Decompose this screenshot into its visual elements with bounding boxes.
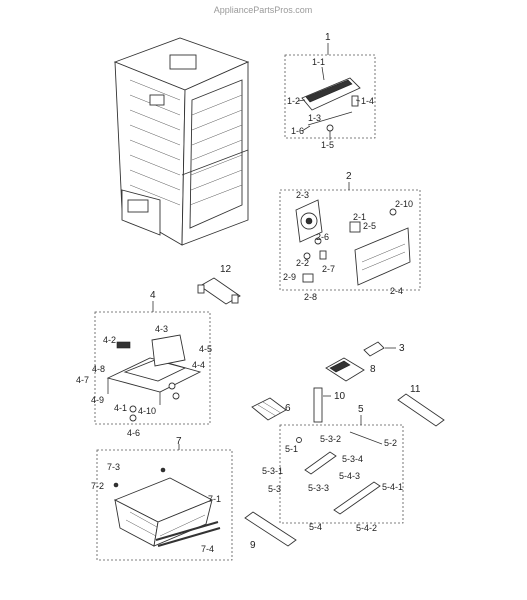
label-2-3: 2-3 — [296, 190, 309, 200]
label-5-4-3: 5-4-3 — [339, 471, 360, 481]
label-5-3-2: 5-3-2 — [320, 434, 341, 444]
label-1: 1 — [325, 32, 331, 43]
label-1-6: 1-6 — [291, 126, 304, 136]
label-4-7: 4-7 — [76, 375, 89, 385]
label-7-3: 7-3 — [107, 462, 120, 472]
label-5-4: 5-4 — [309, 522, 322, 532]
loose-parts-group: 3 8 10 11 6 — [251, 341, 445, 427]
label-11: 11 — [410, 384, 421, 395]
label-5-2: 5-2 — [384, 438, 397, 448]
watermark: AppliancePartsPros.com — [214, 5, 313, 15]
label-4-3: 4-3 — [155, 324, 168, 334]
label-2-7: 2-7 — [322, 264, 335, 274]
label-4-1: 4-1 — [114, 403, 127, 413]
label-5-3-4: 5-3-4 — [342, 454, 363, 464]
label-5-3-1: 5-3-1 — [262, 466, 283, 476]
label-1-3: 1-3 — [308, 113, 321, 123]
label-3: 3 — [399, 343, 405, 354]
part-9-group: 9 — [244, 511, 297, 551]
label-4-10: 4-10 — [138, 406, 156, 416]
label-2-8: 2-8 — [304, 292, 317, 302]
label-5-1: 5-1 — [285, 444, 298, 454]
label-6: 6 — [285, 403, 291, 414]
label-2-9: 2-9 — [283, 272, 296, 282]
label-4-4: 4-4 — [192, 360, 205, 370]
label-5: 5 — [358, 404, 364, 415]
label-5-4-1: 5-4-1 — [382, 482, 403, 492]
label-4-2: 4-2 — [103, 335, 116, 345]
label-7-4: 7-4 — [201, 544, 214, 554]
label-7: 7 — [176, 436, 182, 447]
cabinet-assembly — [113, 37, 250, 246]
part-7-group: 7 7-3 7-2 7-1 7-4 — [91, 436, 233, 561]
label-2-10: 2-10 — [395, 199, 413, 209]
part-1-group: 1 1-1 1-2 1-3 1-4 1-6 1-5 — [284, 32, 376, 150]
label-8: 8 — [370, 364, 376, 375]
label-12: 12 — [220, 264, 232, 275]
part-2-group: 2 2-3 2-10 2-1 2-5 2-6 2-2 2-7 2-9 2-8 2… — [279, 171, 421, 302]
label-2-1: 2-1 — [353, 212, 366, 222]
label-5-4-2: 5-4-2 — [356, 523, 377, 533]
part-5-group: 5 5-3-2 5-2 5-1 5-3-4 5-3-1 5-4-3 5-4-1 … — [262, 404, 404, 533]
label-2-6: 2-6 — [316, 232, 329, 242]
label-1-1: 1-1 — [312, 57, 325, 67]
label-4: 4 — [150, 290, 156, 301]
label-1-2: 1-2 — [287, 96, 300, 106]
label-2-5: 2-5 — [363, 221, 376, 231]
label-5-3-3: 5-3-3 — [308, 483, 329, 493]
label-1-5: 1-5 — [321, 140, 334, 150]
label-4-6: 4-6 — [127, 428, 140, 438]
label-4-8: 4-8 — [92, 364, 105, 374]
label-7-2: 7-2 — [91, 481, 104, 491]
label-2-2: 2-2 — [296, 258, 309, 268]
label-2-4: 2-4 — [390, 286, 403, 296]
label-2: 2 — [346, 171, 352, 182]
label-4-9: 4-9 — [91, 395, 104, 405]
label-1-4: 1-4 — [361, 96, 374, 106]
label-5-3: 5-3 — [268, 484, 281, 494]
label-7-1: 7-1 — [208, 494, 221, 504]
label-4-5: 4-5 — [199, 344, 212, 354]
part-12-group: 12 — [197, 264, 241, 305]
label-9: 9 — [250, 540, 256, 551]
part-4-group: 4 4-2 4-3 4-5 4-4 4-8 4-7 4-9 4-1 4-10 4… — [76, 290, 212, 438]
label-10: 10 — [334, 391, 346, 402]
